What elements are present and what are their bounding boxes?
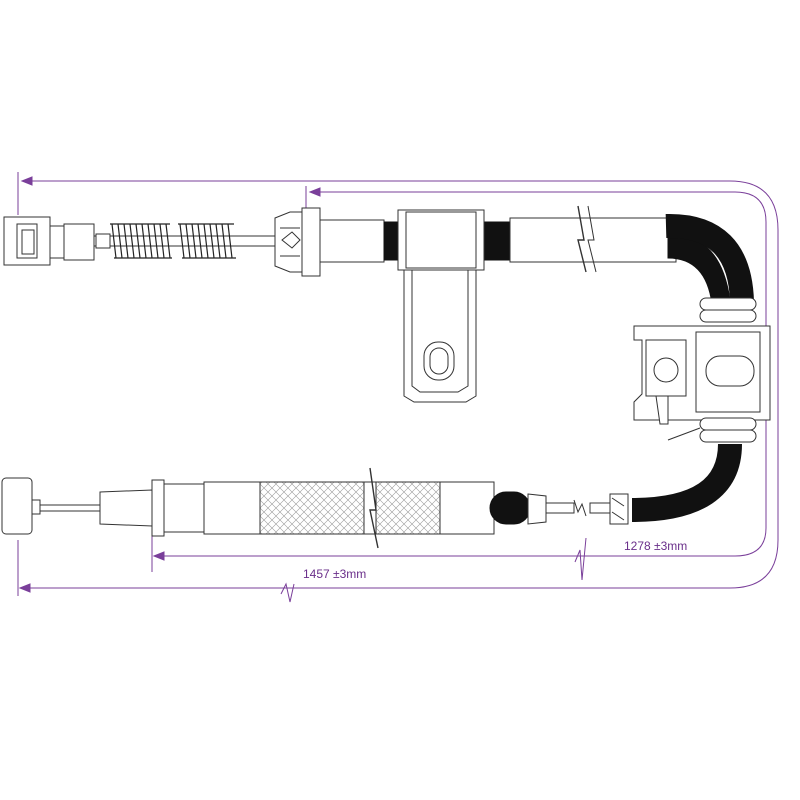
conduit-break-mark <box>574 537 587 581</box>
lower-rubber-bend <box>631 443 742 522</box>
upper-rubber-sleeve-2 <box>479 221 511 261</box>
upper-collar <box>699 297 757 311</box>
overall-length-label: 1457 ±3mm <box>301 567 369 581</box>
upper-spring <box>110 223 236 259</box>
conduit-length-label: 1278 ±3mm <box>622 539 690 553</box>
arrow-conduit-top <box>308 187 321 197</box>
lower-braid-2 <box>375 481 441 535</box>
overall-dimension-line-upper <box>20 180 779 589</box>
upper-assembly <box>3 205 677 403</box>
lower-end-fitting <box>1 477 33 535</box>
upper-conduit-break <box>577 205 587 273</box>
lower-braid-1 <box>259 481 365 535</box>
clamp-hole <box>653 357 679 383</box>
arrow-top-left <box>20 176 33 186</box>
overall-break-mark <box>280 582 295 603</box>
upper-cable-wire <box>93 235 279 247</box>
lower-snap-fitting <box>609 493 629 525</box>
upper-ferrule <box>301 207 321 277</box>
lower-assembly <box>1 467 629 549</box>
lower-ferrule <box>99 489 153 527</box>
right-bend-assembly <box>631 213 771 522</box>
arrow-bottom-left <box>18 583 31 593</box>
mounting-bracket-tab <box>403 269 477 403</box>
lower-conduit-break <box>369 467 379 549</box>
arrow-conduit-bottom <box>152 551 165 561</box>
lower-collar <box>699 417 757 431</box>
lower-rubber-end <box>489 491 531 525</box>
